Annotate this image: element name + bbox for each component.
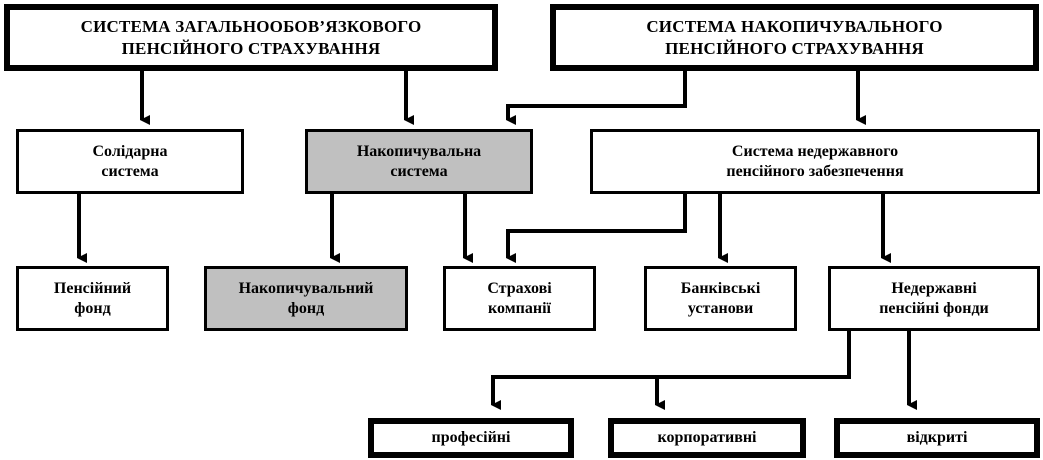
box-line: компанії bbox=[488, 299, 551, 317]
box-line: система bbox=[101, 162, 159, 180]
solidarity-system: Солідарна система bbox=[16, 129, 244, 194]
box-line: Пенсійний bbox=[53, 279, 132, 297]
arrow-npf-to-professional bbox=[491, 326, 851, 410]
compulsory-pension-insurance-system: СИСТЕМА ЗАГАЛЬНООБОВ’ЯЗКОВОГО ПЕНСІЙНОГО… bbox=[4, 4, 498, 71]
box-line: пенсійного забезпечення bbox=[726, 162, 904, 180]
accumulative-system: Накопичувальна система bbox=[305, 129, 533, 194]
box-line: пенсійні фонди bbox=[879, 299, 989, 317]
non-state-pension-provision-system: Система недержавного пенсійного забезпеч… bbox=[590, 129, 1040, 194]
pension-fund: Пенсійний фонд bbox=[16, 266, 169, 331]
insurance-companies: Страхові компанії bbox=[443, 266, 596, 331]
box-line: Накопичувальний bbox=[238, 279, 374, 297]
non-state-pension-funds: Недержавні пенсійні фонди bbox=[828, 266, 1040, 331]
box-line: фонд bbox=[287, 299, 325, 317]
box-line: ПЕНСІЙНОГО СТРАХУВАННЯ bbox=[665, 38, 924, 58]
professional-funds: професійні bbox=[368, 418, 574, 458]
accumulation-fund: Накопичувальний фонд bbox=[204, 266, 408, 331]
box-line: фонд bbox=[74, 299, 111, 317]
arrow-nederzhavna-to-insurance bbox=[506, 193, 687, 263]
box-line: СИСТЕМА НАКОПИЧУВАЛЬНОГО bbox=[646, 17, 943, 37]
box-line: професійні bbox=[431, 429, 511, 446]
box-line: Солідарна bbox=[92, 142, 168, 160]
box-line: Банківські bbox=[680, 279, 761, 297]
box-line: СИСТЕМА ЗАГАЛЬНООБОВ’ЯЗКОВОГО bbox=[80, 17, 422, 37]
corporate-funds: корпоративні bbox=[608, 418, 806, 458]
box-line: Недержавні bbox=[891, 279, 977, 297]
box-line: Накопичувальна bbox=[356, 142, 482, 160]
box-line: Система недержавного bbox=[731, 142, 899, 160]
accumulative-pension-insurance-system: СИСТЕМА НАКОПИЧУВАЛЬНОГО ПЕНСІЙНОГО СТРА… bbox=[550, 4, 1039, 71]
banking-institutions: Банківські установи bbox=[644, 266, 797, 331]
arrow-top-right-to-nakopychuvalna bbox=[506, 70, 687, 125]
box-line: ПЕНСІЙНОГО СТРАХУВАННЯ bbox=[121, 38, 381, 58]
box-line: відкриті bbox=[906, 429, 968, 446]
box-line: система bbox=[390, 162, 448, 180]
box-line: Страхові bbox=[487, 279, 552, 297]
box-line: корпоративні bbox=[657, 429, 757, 446]
open-funds: відкриті bbox=[834, 418, 1040, 458]
box-line: установи bbox=[687, 299, 754, 317]
